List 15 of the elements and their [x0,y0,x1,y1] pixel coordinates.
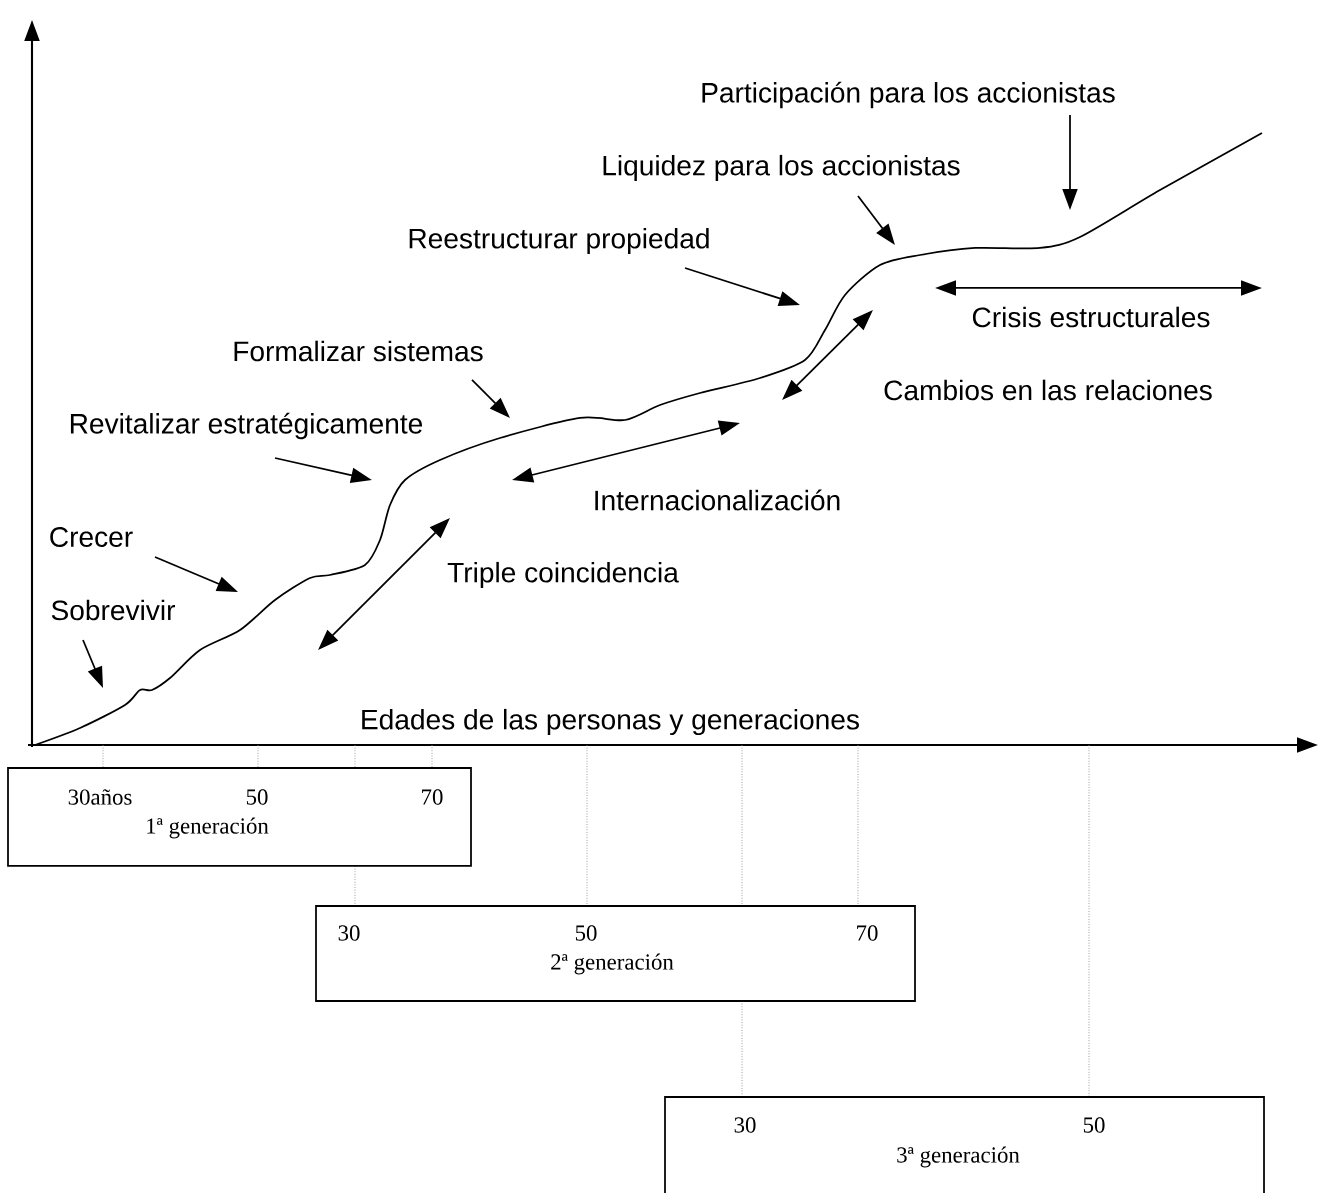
arrow-label: Triple coincidencia [447,561,679,589]
stage-label: Formalizar sistemas [234,340,483,362]
arrow-label: Cambios en las relaciones [884,379,1212,401]
stage-label: Crecer [50,527,133,547]
generation-box: 30 50 3ª generación [664,1096,1265,1193]
stage-label: Revitalizar estratégicamente [70,412,423,440]
stage-label: Sobrevivir [51,599,175,621]
axis-title: Edades de las personas y generaciones [362,708,859,736]
generation-box: 30años 50 70 1ª generación [7,767,472,867]
stage-label: Reestructurar propiedad [409,227,709,255]
stage-label: Participación para los accionistas [702,81,1115,109]
arrow-label: Crisis estructurales [972,306,1210,328]
stage-label: Liquidez para los accionistas [603,154,960,182]
generation-box: 30 50 70 2ª generación [315,905,916,1002]
arrow-label: Internacionalización [595,489,840,511]
